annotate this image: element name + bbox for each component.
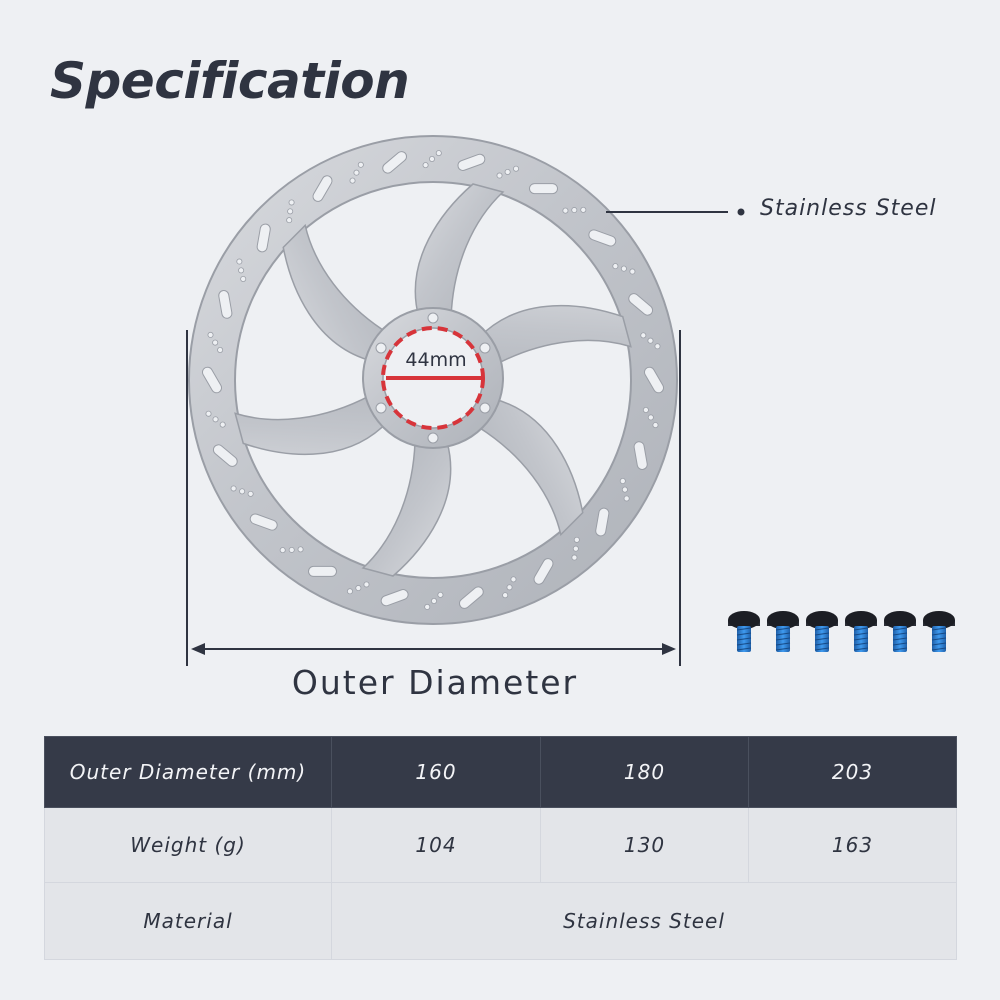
table-row-weight: Weight (g) 104 130 163 bbox=[44, 807, 957, 883]
weight-label: Weight (g) bbox=[44, 807, 332, 883]
size-180: 180 bbox=[540, 736, 749, 808]
table-row-material: Material Stainless Steel bbox=[44, 882, 957, 960]
outer-diameter-label: Outer Diameter bbox=[291, 663, 579, 702]
material-label: Material bbox=[44, 882, 332, 960]
bolt-icon bbox=[806, 611, 838, 652]
bolt-icon bbox=[767, 611, 799, 652]
rotor-cooling-slots bbox=[202, 150, 664, 610]
table-header-row: Outer Diameter (mm) 160 180 203 bbox=[44, 736, 957, 808]
spec-table: Outer Diameter (mm) 160 180 203 Weight (… bbox=[44, 736, 957, 960]
mounting-bolts bbox=[728, 611, 955, 652]
bolt-icon bbox=[728, 611, 760, 652]
header-label: Outer Diameter (mm) bbox=[44, 736, 332, 808]
center-bore-indicator bbox=[381, 326, 485, 430]
material-value: Stainless Steel bbox=[331, 882, 957, 960]
size-203: 203 bbox=[748, 736, 957, 808]
page-title: Specification bbox=[50, 52, 410, 110]
rotor-spider-arms bbox=[234, 183, 632, 577]
size-160: 160 bbox=[331, 736, 541, 808]
bolt-icon bbox=[884, 611, 916, 652]
bolt-icon bbox=[923, 611, 955, 652]
brake-rotor-diagram bbox=[186, 135, 955, 666]
outer-diameter-dimension bbox=[186, 330, 681, 666]
material-callout-label: Stainless Steel bbox=[760, 196, 937, 221]
material-callout-leader bbox=[606, 208, 745, 216]
bolt-icon bbox=[845, 611, 877, 652]
weight-160: 104 bbox=[331, 807, 541, 883]
weight-180: 130 bbox=[540, 807, 749, 883]
weight-203: 163 bbox=[748, 807, 957, 883]
center-bore-label: 44mm bbox=[405, 349, 467, 371]
